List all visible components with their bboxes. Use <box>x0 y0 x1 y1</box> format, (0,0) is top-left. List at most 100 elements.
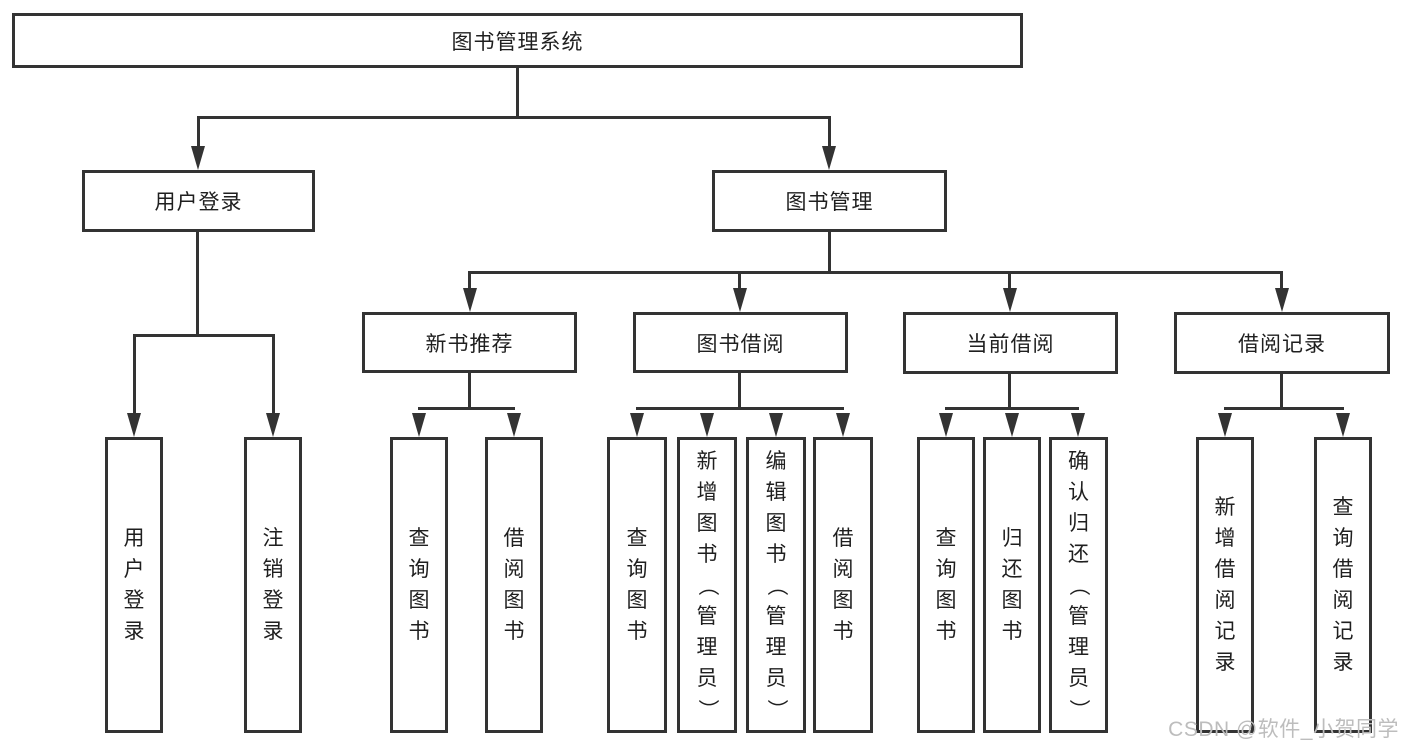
vertical-char: 图 <box>696 511 718 535</box>
leaf-return-book: 归还图书 <box>983 437 1041 733</box>
vertical-char: 理 <box>765 635 787 659</box>
vertical-char: 录 <box>1214 651 1236 674</box>
vertical-char: 销 <box>262 558 284 581</box>
connector-line <box>1008 271 1011 291</box>
leaf-user-login: 用户登录 <box>105 437 163 733</box>
vertical-char: 询 <box>1332 527 1354 550</box>
node-new-book-recommend: 新书推荐 <box>362 312 577 373</box>
vertical-char: 书 <box>1001 620 1023 643</box>
vertical-char: 新 <box>696 449 718 473</box>
arrow-down-icon <box>630 413 644 437</box>
connector-line <box>197 116 831 119</box>
arrow-down-icon <box>507 413 521 437</box>
node-borrow-records: 借阅记录 <box>1174 312 1390 374</box>
vertical-char: （ <box>695 574 719 596</box>
leaf-confirm-return-admin-label: 确认归还（管理员） <box>1052 440 1105 730</box>
vertical-char: 查 <box>1332 496 1354 519</box>
node-book-borrow-label: 图书借阅 <box>696 332 785 356</box>
vertical-char: 录 <box>1332 651 1354 674</box>
connector-line <box>272 334 275 415</box>
leaf-confirm-return-admin: 确认归还（管理员） <box>1049 437 1108 733</box>
vertical-char: 新 <box>1214 496 1236 519</box>
connector-line <box>1280 271 1283 291</box>
arrow-down-icon <box>412 413 426 437</box>
arrow-down-icon <box>733 288 747 312</box>
vertical-char: 记 <box>1332 620 1354 643</box>
vertical-char: 借 <box>1332 558 1354 581</box>
vertical-char: 阅 <box>832 558 854 581</box>
vertical-char: ） <box>695 698 719 720</box>
vertical-char: 图 <box>935 589 957 612</box>
leaf-edit-book-admin: 编辑图书（管理员） <box>746 437 806 733</box>
leaf-add-borrow-record: 新增借阅记录 <box>1196 437 1254 733</box>
vertical-char: 图 <box>626 589 648 612</box>
leaf-borrow-books: 借阅图书 <box>813 437 873 733</box>
vertical-char: 管 <box>696 604 718 628</box>
watermark: CSDN @软件_小贺同学 <box>1168 718 1399 741</box>
vertical-char: 归 <box>1001 527 1023 550</box>
connector-line <box>945 407 1079 410</box>
node-root: 图书管理系统 <box>12 13 1023 68</box>
vertical-char: 询 <box>935 558 957 581</box>
node-user-login: 用户登录 <box>82 170 315 232</box>
leaf-borrow-books-recommend-label: 借阅图书 <box>488 440 540 730</box>
connector-line <box>828 232 831 273</box>
connector-line <box>468 373 471 410</box>
connector-line <box>196 232 199 336</box>
vertical-char: 书 <box>832 620 854 643</box>
vertical-char: 录 <box>123 620 145 643</box>
node-new-book-recommend-label: 新书推荐 <box>425 332 514 356</box>
arrow-down-icon <box>700 413 714 437</box>
arrow-down-icon <box>1003 288 1017 312</box>
vertical-char: 借 <box>1214 558 1236 581</box>
vertical-char: 理 <box>1068 635 1089 659</box>
arrow-down-icon <box>127 413 141 437</box>
vertical-char: ） <box>764 698 788 720</box>
vertical-char: 员 <box>1068 666 1089 690</box>
vertical-char: 注 <box>262 527 284 550</box>
vertical-char: 确 <box>1068 449 1089 473</box>
vertical-char: 图 <box>503 589 525 612</box>
leaf-edit-book-admin-label: 编辑图书（管理员） <box>749 440 803 730</box>
node-book-management: 图书管理 <box>712 170 947 232</box>
vertical-char: （ <box>764 574 788 596</box>
node-user-login-label: 用户登录 <box>154 191 243 214</box>
node-book-borrow: 图书借阅 <box>633 312 848 373</box>
vertical-char: 理 <box>696 635 718 659</box>
vertical-char: （ <box>1067 574 1090 596</box>
vertical-char: 归 <box>1068 511 1089 535</box>
vertical-char: 询 <box>626 558 648 581</box>
vertical-char: 编 <box>765 449 787 473</box>
connector-line <box>197 116 200 150</box>
node-book-management-label: 图书管理 <box>785 191 874 214</box>
vertical-char: 登 <box>123 589 145 612</box>
connector-line <box>468 271 471 291</box>
vertical-char: 查 <box>626 527 648 550</box>
vertical-char: 图 <box>832 589 854 612</box>
connector-line <box>418 407 515 410</box>
connector-line <box>828 116 831 150</box>
arrow-down-icon <box>769 413 783 437</box>
leaf-borrow-books-recommend: 借阅图书 <box>485 437 543 733</box>
vertical-char: 阅 <box>1332 589 1354 612</box>
vertical-char: 图 <box>1001 589 1023 612</box>
leaf-logout-label: 注销登录 <box>247 440 299 730</box>
vertical-char: 登 <box>262 589 284 612</box>
vertical-char: 书 <box>626 620 648 643</box>
vertical-char: 录 <box>262 620 284 643</box>
vertical-char: 记 <box>1214 620 1236 643</box>
leaf-user-login-label: 用户登录 <box>108 440 160 730</box>
node-current-borrow-label: 当前借阅 <box>966 333 1055 356</box>
vertical-char: 员 <box>765 666 787 690</box>
vertical-char: 增 <box>1214 527 1236 550</box>
node-current-borrow: 当前借阅 <box>903 312 1118 374</box>
vertical-char: 查 <box>408 527 430 550</box>
leaf-query-borrow-record: 查询借阅记录 <box>1314 437 1372 733</box>
leaf-query-borrow-record-label: 查询借阅记录 <box>1317 440 1369 730</box>
arrow-down-icon <box>1005 413 1019 437</box>
vertical-char: 管 <box>765 604 787 628</box>
leaf-add-book-admin-label: 新增图书（管理员） <box>680 440 734 730</box>
leaf-query-books-recommend-label: 查询图书 <box>393 440 445 730</box>
vertical-char: 还 <box>1068 542 1089 566</box>
connector-line <box>133 334 136 415</box>
